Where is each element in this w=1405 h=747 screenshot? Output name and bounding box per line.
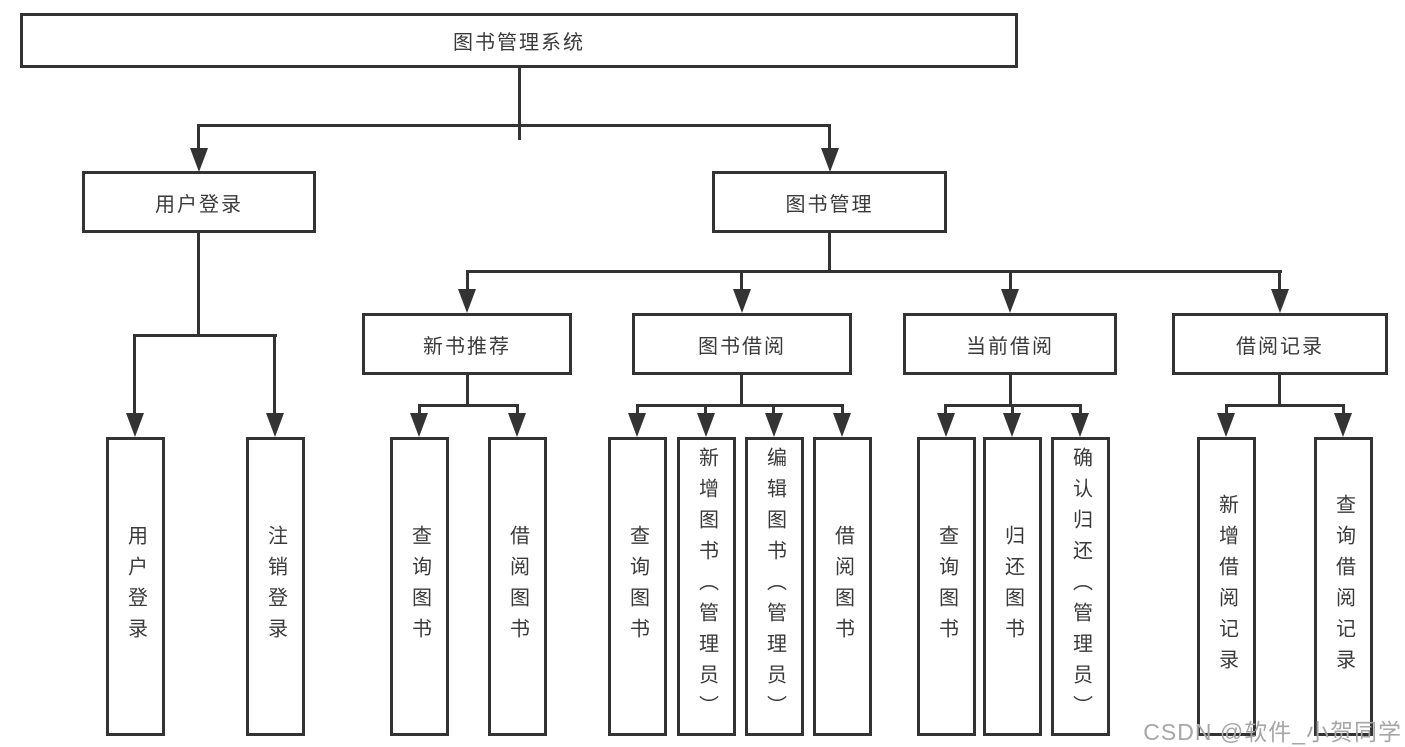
arrow-down-icon — [765, 413, 783, 437]
connector-drop-level3 — [740, 270, 743, 291]
node-label: 归还图书 — [1001, 524, 1024, 649]
arrow-down-icon — [1217, 413, 1235, 437]
arrow-down-icon — [266, 413, 284, 437]
arrow-down-icon — [821, 148, 839, 172]
arrow-down-icon — [508, 413, 526, 437]
node-label: 用户登录 — [155, 193, 243, 216]
connector-book-borrow-rail — [636, 404, 844, 407]
connector-drop-leaf — [772, 404, 775, 415]
leaf-user-login: 用户登录 — [106, 437, 165, 736]
node-label: 借阅图书 — [831, 524, 854, 649]
connector-new-book-rail — [418, 404, 519, 407]
node-label: 编辑图书（管理员） — [763, 447, 786, 726]
leaf-records-add-record: 新增借阅记录 — [1197, 437, 1256, 736]
node-borrow-records: 借阅记录 — [1172, 313, 1388, 375]
node-label: 借阅记录 — [1236, 335, 1324, 358]
node-label: 查询借阅记录 — [1332, 493, 1355, 680]
connector-new-book-trunk — [466, 375, 469, 406]
leaf-records-query-record: 查询借阅记录 — [1314, 437, 1373, 736]
connector-drop-level3 — [1278, 270, 1281, 291]
connector-current-borrow-trunk — [1009, 375, 1012, 406]
arrow-down-icon — [126, 413, 144, 437]
leaf-current-return-books: 归还图书 — [983, 437, 1042, 736]
connector-drop-leaf — [944, 404, 947, 415]
connector-drop-leaf — [636, 404, 639, 415]
arrow-down-icon — [410, 413, 428, 437]
arrow-down-icon — [1071, 413, 1089, 437]
connector-drop-leaf — [1079, 404, 1082, 415]
arrow-down-icon — [833, 413, 851, 437]
node-label: 新增借阅记录 — [1215, 493, 1238, 680]
connector-drop-leaf — [841, 404, 844, 415]
node-label: 图书借阅 — [698, 335, 786, 358]
node-label: 借阅图书 — [506, 524, 529, 649]
connector-drop-leaf — [133, 334, 136, 415]
connector-drop-leaf — [273, 334, 276, 415]
arrow-down-icon — [458, 289, 476, 313]
node-book-borrow: 图书借阅 — [632, 313, 852, 375]
node-new-book-recommend: 新书推荐 — [362, 313, 572, 375]
connector-drop-leaf — [418, 404, 421, 415]
node-current-borrow: 当前借阅 — [903, 313, 1117, 375]
node-label: 用户登录 — [124, 524, 147, 649]
leaf-recommend-borrow-books: 借阅图书 — [488, 437, 547, 736]
leaf-recommend-query-books: 查询图书 — [390, 437, 449, 736]
node-user-login: 用户登录 — [82, 171, 316, 233]
node-label: 新增图书（管理员） — [695, 447, 718, 726]
connector-drop-leaf — [1011, 404, 1014, 415]
connector-level2-rail — [198, 124, 831, 127]
connector-drop-leaf — [1225, 404, 1228, 415]
connector-book-management-trunk — [828, 233, 831, 273]
connector-level3-rail — [466, 270, 1282, 273]
connector-drop-book-management — [828, 124, 831, 150]
node-label: 注销登录 — [264, 524, 287, 649]
node-label: 查询图书 — [408, 524, 431, 649]
connector-borrow-records-trunk — [1278, 375, 1281, 406]
node-label: 查询图书 — [935, 524, 958, 649]
arrow-down-icon — [733, 289, 751, 313]
arrow-down-icon — [628, 413, 646, 437]
node-label: 当前借阅 — [966, 335, 1054, 358]
leaf-borrow-query-books: 查询图书 — [608, 437, 667, 736]
arrow-down-icon — [1001, 289, 1019, 313]
leaf-current-query-books: 查询图书 — [917, 437, 976, 736]
leaf-borrow-edit-books-admin: 编辑图书（管理员） — [745, 437, 804, 736]
connector-drop-leaf — [516, 404, 519, 415]
arrow-down-icon — [190, 148, 208, 172]
connector-drop-level3 — [1009, 270, 1012, 291]
node-label: 查询图书 — [626, 524, 649, 649]
arrow-down-icon — [1334, 413, 1352, 437]
connector-borrow-records-rail — [1225, 404, 1345, 407]
arrow-down-icon — [937, 413, 955, 437]
connector-root-trunk — [518, 68, 521, 140]
leaf-borrow-add-books-admin: 新增图书（管理员） — [677, 437, 736, 736]
connector-drop-leaf — [1342, 404, 1345, 415]
arrow-down-icon — [1003, 413, 1021, 437]
node-label: 图书管理 — [785, 193, 874, 216]
leaf-logout: 注销登录 — [246, 437, 305, 736]
watermark: CSDN @软件_小贺同学 — [1143, 719, 1402, 745]
connector-drop-level3 — [466, 270, 469, 291]
connector-drop-user-login — [197, 124, 200, 150]
connector-book-borrow-trunk — [740, 375, 743, 406]
connector-drop-leaf — [704, 404, 707, 415]
node-root: 图书管理系统 — [20, 13, 1018, 68]
arrow-down-icon — [1271, 289, 1289, 313]
connector-user-login-trunk — [197, 233, 200, 337]
leaf-borrow-borrow-books: 借阅图书 — [813, 437, 872, 736]
connector-user-login-rail — [133, 334, 277, 337]
arrow-down-icon — [697, 413, 715, 437]
leaf-current-confirm-return-admin: 确认归还（管理员） — [1051, 437, 1110, 736]
node-book-management: 图书管理 — [712, 171, 947, 233]
node-label: 确认归还（管理员） — [1069, 447, 1092, 726]
node-label: 图书管理系统 — [453, 32, 585, 54]
node-label: 新书推荐 — [423, 335, 511, 358]
